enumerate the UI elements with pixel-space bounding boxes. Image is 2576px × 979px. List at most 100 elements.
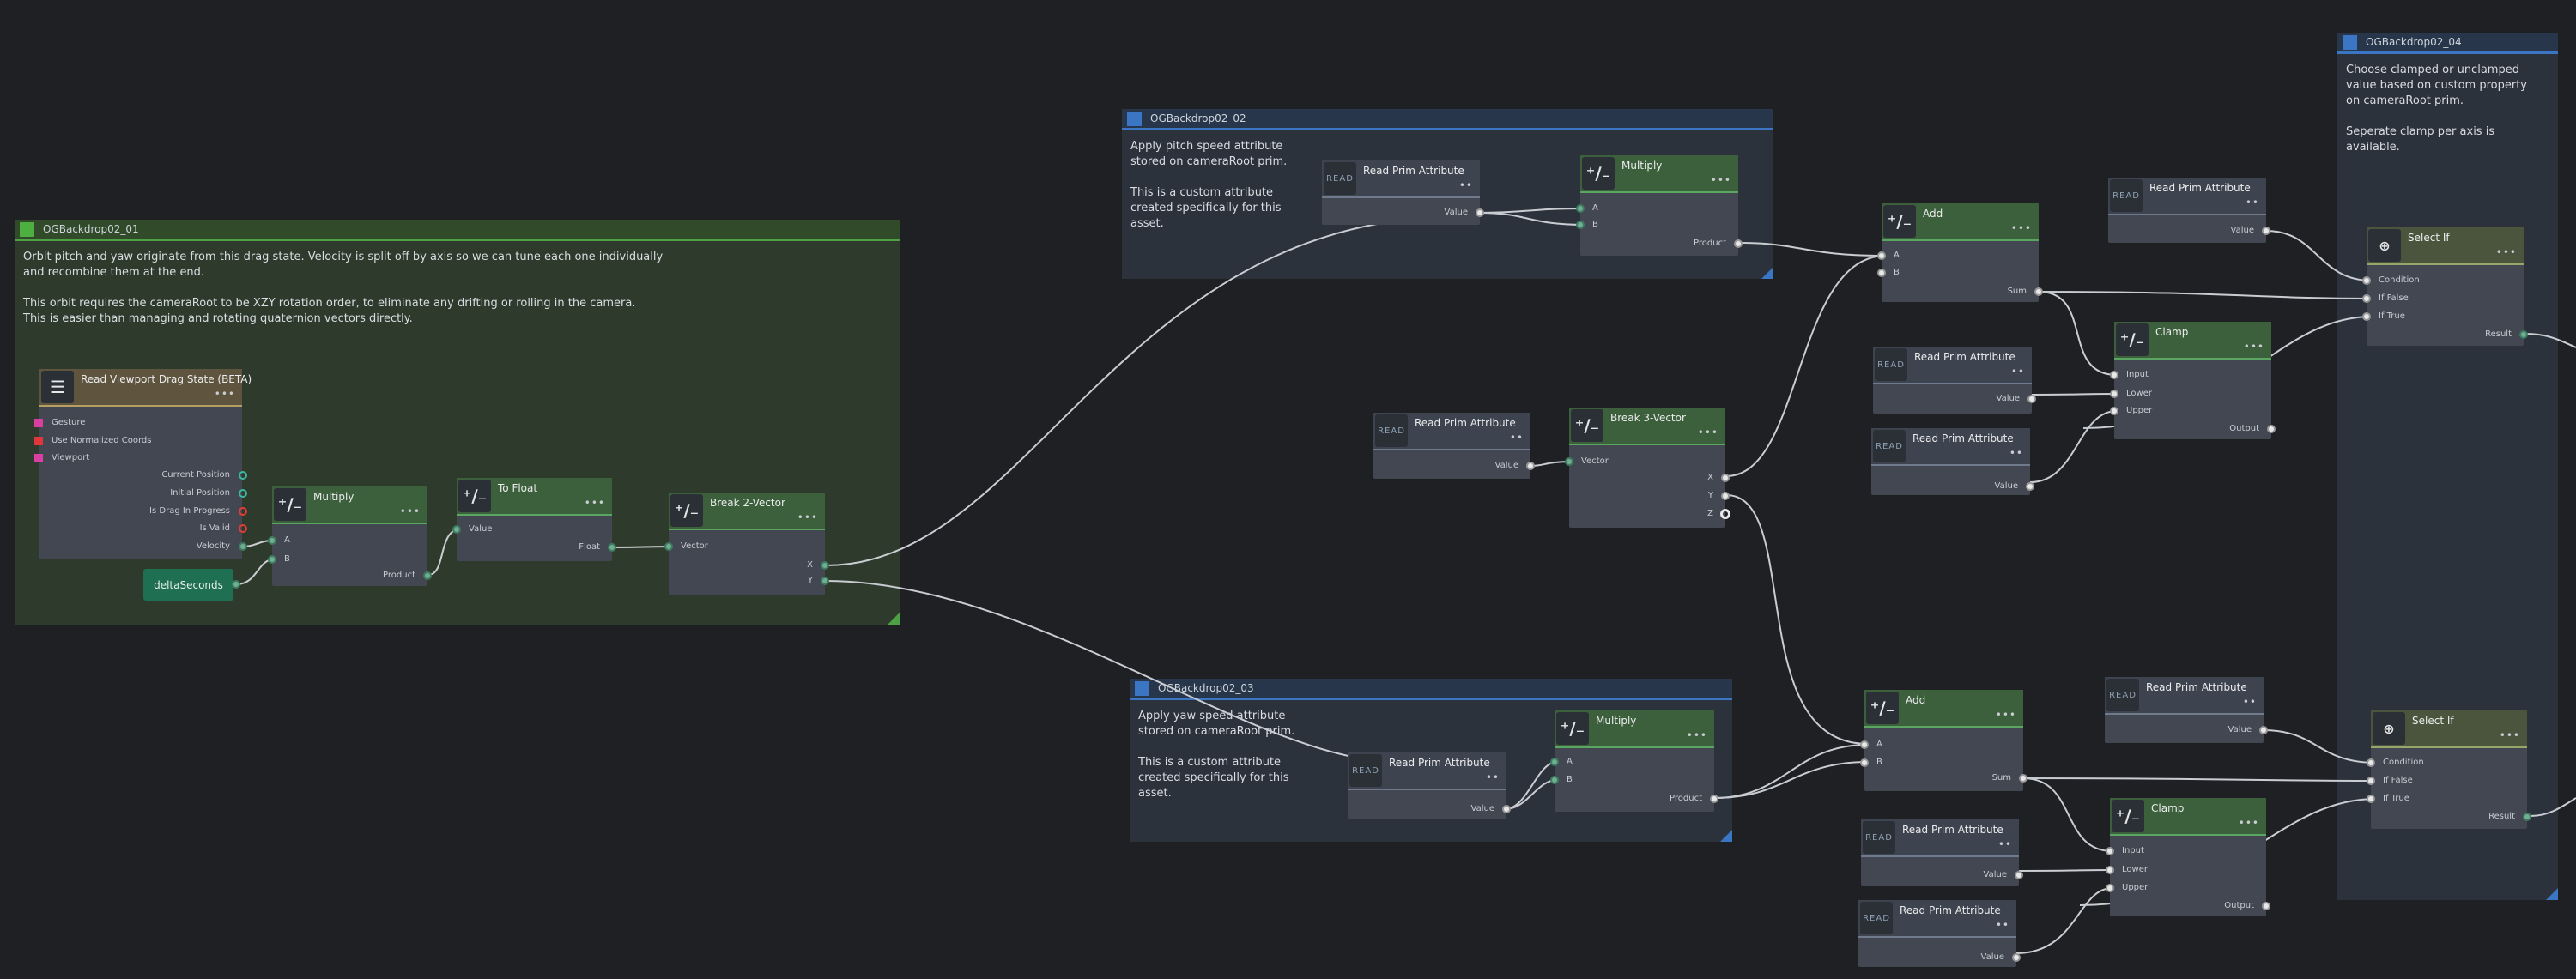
backdrop-header[interactable]: OGBackdrop02_02 (1122, 109, 1773, 130)
port-b-pin[interactable] (1860, 758, 1869, 767)
node-to-float[interactable]: ⁺∕₋To Float••• Value Float (452, 478, 616, 561)
node-menu-dots[interactable]: ••• (2495, 246, 2517, 258)
node-add[interactable]: ⁺∕₋Add••• A B Sum (1877, 203, 2043, 302)
node-menu-dots[interactable]: •• (1485, 771, 1500, 783)
port-x-pin[interactable] (821, 561, 829, 570)
port-x-pin[interactable] (1721, 474, 1730, 482)
node-menu-dots[interactable]: •• (1995, 919, 2009, 931)
port-condition-pin[interactable] (2367, 758, 2375, 767)
port-value-pin[interactable] (1476, 208, 1484, 217)
port-b-pin[interactable] (1877, 269, 1886, 277)
constant-delta-seconds[interactable]: deltaSeconds (143, 569, 233, 601)
node-add[interactable]: ⁺∕₋Add••• A B Sum (1860, 690, 2027, 791)
node-menu-dots[interactable]: •• (2009, 447, 2023, 459)
port-b-pin[interactable] (268, 555, 276, 564)
node-multiply[interactable]: ⁺∕₋Multiply••• A B Product (1550, 710, 1718, 812)
resize-handle[interactable] (2546, 888, 2558, 900)
port-z-pin[interactable] (1720, 509, 1730, 519)
port-value-pin[interactable] (2259, 726, 2268, 734)
node-menu-dots[interactable]: •• (2010, 366, 2025, 378)
node-menu-dots[interactable]: •• (1997, 838, 2012, 850)
port-output-pin[interactable] (2262, 902, 2270, 910)
port-a-pin[interactable] (1860, 740, 1869, 749)
node-menu-dots[interactable]: •• (1509, 432, 1524, 444)
node-multiply[interactable]: ⁺∕₋Multiply••• A B Product (1576, 155, 1743, 256)
port-vector-pin[interactable] (1565, 457, 1573, 466)
node-read-viewport-drag-state[interactable]: ☰Read Viewport Drag State (BETA)••• Gest… (34, 369, 252, 559)
port-value-pin[interactable] (1526, 462, 1535, 470)
node-menu-dots[interactable]: ••• (1697, 426, 1718, 438)
port-gesture-pin[interactable] (34, 419, 43, 427)
resize-handle[interactable] (1720, 830, 1732, 842)
port-normalized-pin[interactable] (34, 437, 43, 445)
backdrop-header[interactable]: OGBackdrop02_01 (15, 220, 900, 241)
node-menu-dots[interactable]: ••• (2243, 341, 2264, 353)
port-value-pin[interactable] (2262, 227, 2270, 235)
port-initial-position-pin[interactable] (239, 489, 247, 498)
resize-handle[interactable] (1761, 267, 1773, 279)
port-a-pin[interactable] (1576, 204, 1585, 213)
port-input-pin[interactable] (2106, 847, 2114, 855)
port-current-position-pin[interactable] (239, 471, 247, 480)
node-select-if[interactable]: ⊕Select If••• Condition If False If True… (2367, 710, 2531, 829)
port-if-false-pin[interactable] (2367, 777, 2375, 785)
port-upper-pin[interactable] (2110, 407, 2118, 415)
port-input-pin[interactable] (2110, 371, 2118, 379)
port-y-pin[interactable] (1721, 492, 1730, 500)
delta-seconds-output-pin[interactable] (232, 580, 240, 589)
port-output-pin[interactable] (2267, 425, 2276, 433)
port-if-false-pin[interactable] (2362, 294, 2371, 303)
node-menu-dots[interactable]: •• (2245, 196, 2259, 208)
node-menu-dots[interactable]: •• (1458, 179, 1473, 191)
node-menu-dots[interactable]: ••• (1710, 174, 1731, 186)
port-b-pin[interactable] (1550, 776, 1559, 784)
port-b-pin[interactable] (1576, 221, 1585, 229)
node-menu-dots[interactable]: ••• (2238, 817, 2259, 829)
node-menu-dots[interactable]: ••• (2499, 729, 2520, 741)
port-product-pin[interactable] (423, 571, 432, 580)
node-menu-dots[interactable]: ••• (399, 505, 421, 517)
port-value-pin[interactable] (1502, 805, 1511, 813)
port-a-pin[interactable] (1877, 251, 1886, 260)
port-drag-in-progress-pin[interactable] (239, 507, 247, 516)
port-result-pin[interactable] (2523, 813, 2531, 821)
node-clamp[interactable]: ⁺∕₋Clamp••• Input Lower Upper Output (2106, 798, 2270, 916)
port-product-pin[interactable] (1710, 795, 1718, 803)
port-lower-pin[interactable] (2106, 866, 2114, 874)
port-condition-pin[interactable] (2362, 276, 2371, 285)
port-result-pin[interactable] (2519, 330, 2528, 339)
node-menu-dots[interactable]: ••• (1686, 729, 1707, 741)
port-viewport-pin[interactable] (34, 454, 43, 462)
port-a-pin[interactable] (1550, 758, 1559, 766)
port-lower-pin[interactable] (2110, 390, 2118, 398)
port-sum-pin[interactable] (2019, 774, 2027, 783)
port-vector-pin[interactable] (664, 542, 673, 551)
node-menu-dots[interactable]: ••• (2010, 222, 2032, 234)
node-menu-dots[interactable]: ••• (214, 388, 235, 400)
port-a-pin[interactable] (268, 536, 276, 545)
port-if-true-pin[interactable] (2367, 795, 2375, 803)
backdrop-header[interactable]: OGBackdrop02_04 (2337, 33, 2558, 54)
port-product-pin[interactable] (1734, 239, 1743, 248)
node-menu-dots[interactable]: •• (2242, 696, 2257, 708)
port-value-pin[interactable] (2027, 395, 2036, 403)
node-menu-dots[interactable]: ••• (797, 511, 818, 523)
resize-handle[interactable] (888, 613, 900, 625)
backdrop-header[interactable]: OGBackdrop02_03 (1130, 679, 1732, 700)
port-value-pin[interactable] (2026, 482, 2034, 491)
node-menu-dots[interactable]: ••• (1995, 709, 2016, 721)
port-sum-pin[interactable] (2034, 287, 2043, 296)
port-upper-pin[interactable] (2106, 884, 2114, 892)
port-velocity-pin[interactable] (239, 542, 247, 551)
port-value-pin[interactable] (2015, 871, 2023, 879)
